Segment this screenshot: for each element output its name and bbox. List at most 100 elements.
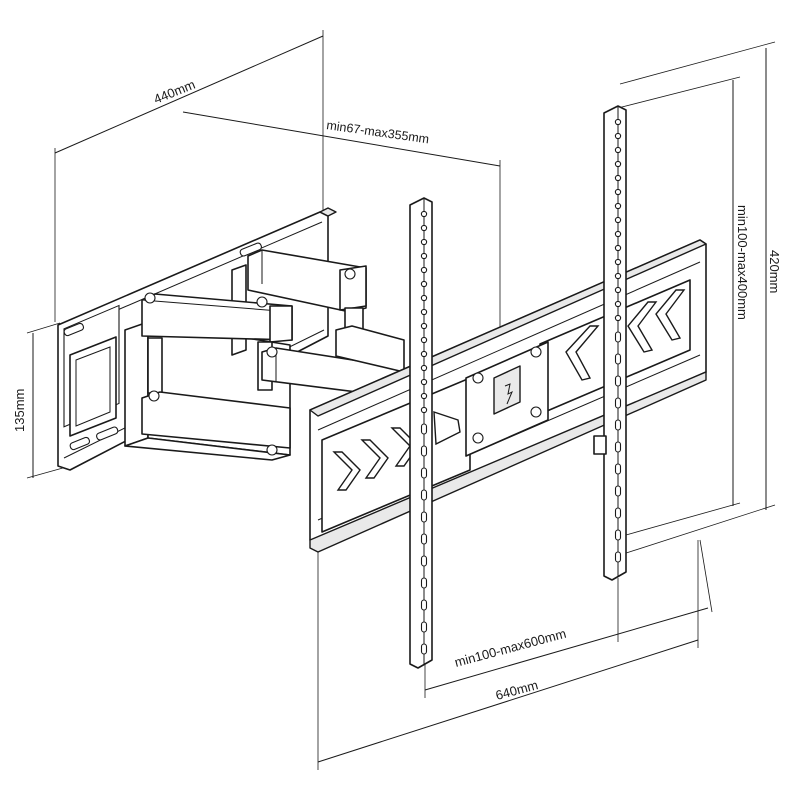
right-bracket-holes	[614, 118, 622, 563]
ext-420-top	[619, 41, 776, 85]
left-bracket-hole-20	[420, 511, 428, 523]
left-bracket-holes	[420, 210, 428, 655]
left-bracket-hole-17	[420, 445, 428, 457]
right-bracket-hole-4	[614, 160, 622, 168]
left-bracket-bar	[409, 197, 433, 669]
chevron-right-icon-2	[360, 439, 389, 479]
right-bracket-hole-24	[614, 507, 622, 519]
left-bracket-hole-22	[420, 555, 428, 567]
wall-pivot-post	[147, 337, 163, 394]
wall-plate-window-outer	[69, 336, 117, 437]
bottom-wall-bolt	[148, 390, 160, 402]
upper-front-arm-end	[269, 305, 293, 343]
right-bracket-hole-1	[614, 118, 622, 126]
left-bracket-hole-23	[420, 577, 428, 589]
left-bracket-hole-25	[420, 621, 428, 633]
left-bracket-hole-19	[420, 489, 428, 501]
upper-front-pivot-bolt	[256, 296, 268, 308]
center-plate-hole-3	[472, 432, 484, 444]
left-bracket-hole-5	[420, 266, 428, 274]
label-640: 640mm	[494, 677, 540, 703]
right-bracket-hole-16	[614, 331, 622, 343]
left-bracket-hole-18	[420, 467, 428, 479]
left-bracket-hole-15	[420, 406, 428, 414]
left-bracket-hole-1	[420, 210, 428, 218]
left-bracket-hole-16	[420, 423, 428, 435]
left-vertical-bracket	[409, 197, 433, 669]
right-bracket-hole-11	[614, 258, 622, 266]
dimension-lines	[26, 30, 776, 770]
right-vertical-bracket	[593, 105, 627, 581]
right-bracket-hole-21	[614, 441, 622, 453]
right-bracket-hole-25	[614, 529, 622, 541]
left-bracket-hole-10	[420, 336, 428, 344]
left-bracket-hole-14	[420, 392, 428, 400]
right-bracket-hole-23	[614, 485, 622, 497]
chevron-left-icon-3	[655, 289, 686, 341]
dim-line-440	[54, 35, 324, 154]
right-bracket-hole-26	[614, 551, 622, 563]
center-plate-hole-2	[530, 346, 542, 358]
level-indicator-icon	[504, 383, 513, 405]
right-bracket-hole-5	[614, 174, 622, 182]
right-bracket-hole-18	[614, 375, 622, 387]
wall-plate-top-lip	[319, 207, 337, 217]
right-bracket-hole-13	[614, 286, 622, 294]
left-bracket-hole-6	[420, 280, 428, 288]
right-bracket-hook	[593, 435, 607, 455]
wall-plate-slot-3	[63, 322, 85, 337]
left-bracket-hole-21	[420, 533, 428, 545]
right-bracket-hole-6	[614, 188, 622, 196]
arm-rail-connector	[335, 325, 405, 373]
left-bracket-hole-26	[420, 643, 428, 655]
chevron-right-icon-4	[433, 411, 461, 446]
center-plate-level	[493, 365, 521, 415]
ext-420-bottom	[619, 504, 776, 556]
right-bracket-hole-7	[614, 202, 622, 210]
label-420: 420mm	[767, 250, 782, 293]
horizontal-rail	[309, 239, 707, 553]
left-bracket-hole-8	[420, 308, 428, 316]
right-bracket-hole-10	[614, 244, 622, 252]
arm-box-bottom-lip	[124, 437, 291, 461]
right-bracket-hole-19	[614, 397, 622, 409]
label-horizontal-spacing: min100-max600mm	[453, 626, 568, 670]
upper-wall-pivot-bolt	[144, 292, 156, 304]
label-440: 440mm	[152, 77, 198, 107]
ext-135-top	[26, 322, 61, 334]
left-bracket-hole-13	[420, 378, 428, 386]
wall-plate-slot-4	[239, 242, 262, 257]
left-bracket-hole-4	[420, 252, 428, 260]
ext-hspace-far	[699, 539, 713, 613]
label-extension: min67-max355mm	[326, 118, 430, 146]
right-bracket-hole-15	[614, 314, 622, 322]
center-plate-hole-4	[530, 406, 542, 418]
wall-plate-slot-2	[96, 426, 119, 441]
left-bracket-hole-11	[420, 350, 428, 358]
left-bracket-hole-9	[420, 322, 428, 330]
left-bracket-hole-3	[420, 238, 428, 246]
left-bracket-hole-7	[420, 294, 428, 302]
ext-vspace-bottom	[625, 502, 741, 536]
right-bracket-hole-3	[614, 146, 622, 154]
label-135: 135mm	[12, 389, 27, 432]
right-bracket-hole-9	[614, 230, 622, 238]
left-bracket-hole-2	[420, 224, 428, 232]
left-bracket-hole-24	[420, 599, 428, 611]
wall-plate-slot-1	[69, 436, 91, 451]
right-bracket-hole-22	[614, 463, 622, 475]
lower-arm-pivot-bolt	[266, 346, 278, 358]
upper-arm-pivot-bolt	[344, 268, 356, 280]
left-bracket-hole-12	[420, 364, 428, 372]
rail-inner-top	[317, 261, 701, 431]
chevron-right-icon-1	[332, 451, 361, 491]
right-bracket-hole-12	[614, 272, 622, 280]
ext-vspace-top	[617, 76, 741, 109]
label-vertical-spacing: min100-max400mm	[735, 205, 750, 320]
right-bracket-hole-20	[614, 419, 622, 431]
right-bracket-hole-14	[614, 300, 622, 308]
chevron-left-icon-1	[565, 325, 600, 381]
center-plate-hole-1	[472, 372, 484, 384]
